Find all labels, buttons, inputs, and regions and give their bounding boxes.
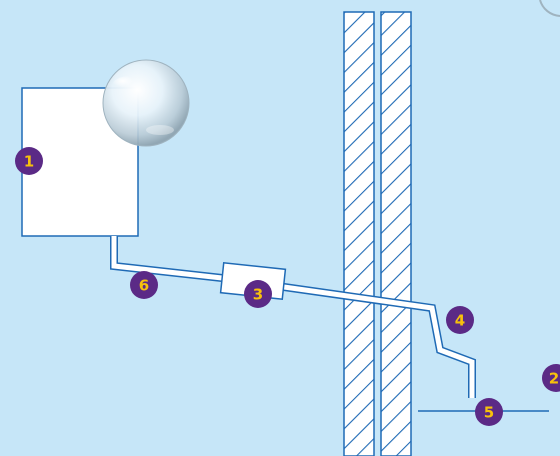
wall-layer-inner — [380, 11, 412, 456]
drain-pipe — [110, 236, 476, 398]
wall-layer-outer — [343, 11, 375, 456]
badge-unit-pipe: 6 — [130, 271, 158, 299]
corner-circle-icon — [539, 0, 560, 17]
badge-pipe-bend: 4 — [446, 306, 474, 334]
badge-unit-pipe-label: 6 — [139, 277, 149, 295]
badge-outlet-line-label: 5 — [484, 404, 494, 422]
badge-pipe-bend-label: 4 — [455, 312, 465, 330]
badge-inline-component: 3 — [244, 280, 272, 308]
water-drop-icon — [102, 59, 190, 147]
badge-unit-label: 1 — [24, 153, 34, 171]
badge-right-edge-marker: 2 — [542, 364, 560, 392]
badge-inline-component-label: 3 — [253, 286, 263, 304]
badge-unit: 1 — [15, 147, 43, 175]
wall — [343, 11, 412, 456]
badge-right-edge-marker-label: 2 — [549, 370, 559, 388]
badge-outlet-line: 5 — [475, 398, 503, 426]
